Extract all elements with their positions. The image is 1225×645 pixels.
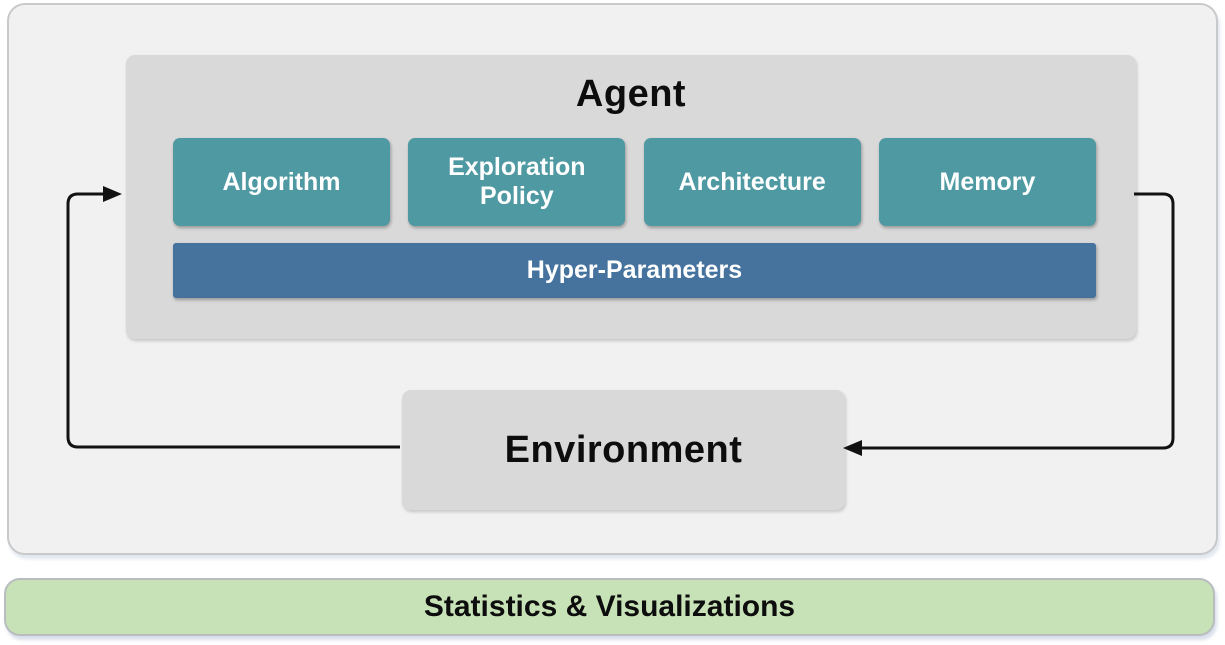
agent-component-algorithm: Algorithm (173, 138, 390, 226)
agent-box: Agent Algorithm Exploration Policy Archi… (126, 55, 1136, 339)
environment-label: Environment (504, 428, 743, 471)
agent-component-memory: Memory (878, 138, 1096, 226)
agent-component-exploration-policy: Exploration Policy (408, 138, 626, 226)
agent-component-architecture: Architecture (643, 138, 861, 226)
hyper-parameters-bar: Hyper-Parameters (173, 243, 1096, 298)
statistics-bar: Statistics & Visualizations (4, 578, 1215, 636)
environment-box: Environment (402, 390, 845, 510)
agent-component-row: Algorithm Exploration Policy Architectur… (173, 138, 1096, 226)
statistics-bar-label: Statistics & Visualizations (423, 590, 796, 623)
agent-title: Agent (575, 73, 687, 115)
agent-environment-loop-panel: Agent Algorithm Exploration Policy Archi… (7, 3, 1218, 555)
